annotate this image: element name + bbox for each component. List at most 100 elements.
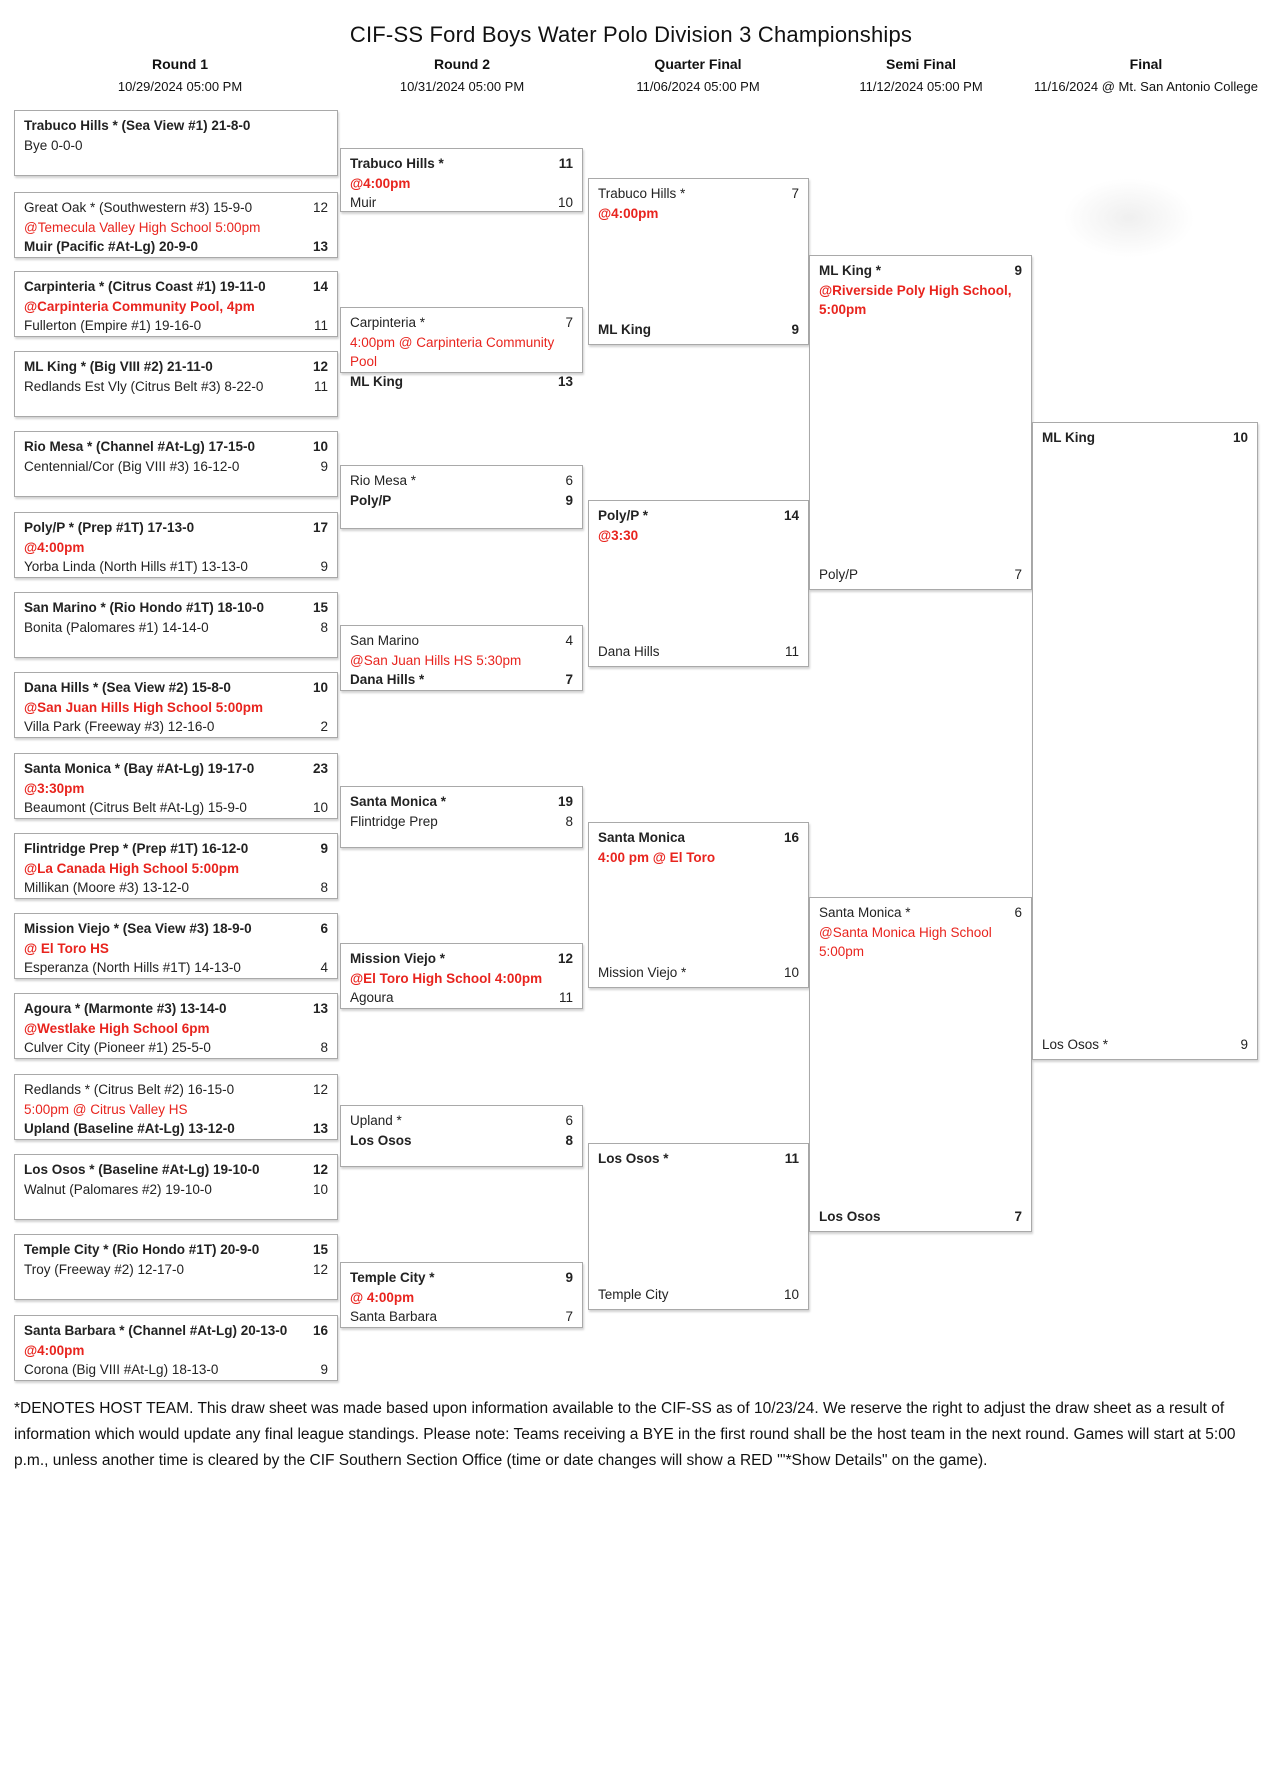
team-score: 12: [312, 200, 328, 215]
venue-note: @ 4:00pm: [350, 1289, 415, 1305]
team-score: 10: [312, 439, 328, 454]
team-name: Centennial/Cor (Big VIII #3) 16-12-0: [24, 458, 240, 474]
column-header-semifinal: Semi Final 11/12/2024 05:00 PM: [859, 56, 982, 94]
match-semifinal-2[interactable]: Santa Monica *6@Santa Monica High School…: [809, 897, 1032, 1232]
team-name: Los Osos: [819, 1208, 881, 1224]
team-name: Walnut (Palomares #2) 19-10-0: [24, 1181, 212, 1197]
team-score: 8: [565, 1132, 573, 1148]
team-name: ML King: [1042, 430, 1095, 445]
match-top-group: Santa Monica *19: [350, 792, 573, 812]
team-score: 12: [312, 1162, 328, 1177]
match-top-group: Santa Barbara * (Channel #At-Lg) 20-13-0…: [24, 1321, 328, 1360]
team-row: Temple City *9: [350, 1268, 573, 1288]
team-name: Dana Hills: [598, 643, 660, 659]
team-name: Redlands * (Citrus Belt #2) 16-15-0: [24, 1082, 235, 1097]
venue-note: @El Toro High School 4:00pm: [350, 970, 543, 986]
team-name: Santa Barbara: [350, 1309, 438, 1324]
team-score: 10: [312, 680, 328, 695]
round-date: 11/06/2024 05:00 PM: [636, 79, 760, 94]
team-score: 6: [565, 1113, 573, 1128]
team-row: Los Osos *11: [598, 1149, 799, 1169]
team-name: Redlands Est Vly (Citrus Belt #3) 8-22-0: [24, 378, 264, 394]
team-name: Dana Hills *: [350, 672, 425, 687]
match-semifinal-1[interactable]: ML King *9@Riverside Poly High School, 5:…: [809, 255, 1032, 590]
match-top-group: Poly/P *14@3:30: [598, 506, 799, 545]
team-name: Fullerton (Empire #1) 19-16-0: [24, 318, 202, 333]
column-header-round2: Round 2 10/31/2024 05:00 PM: [400, 56, 524, 94]
team-name: Yorba Linda (North Hills #1T) 13-13-0: [24, 559, 248, 574]
match-round2-6[interactable]: Mission Viejo *12@El Toro High School 4:…: [340, 943, 583, 1009]
team-score: 11: [784, 643, 799, 659]
venue-note: @Carpinteria Community Pool, 4pm: [24, 298, 255, 314]
team-score: 11: [558, 156, 573, 171]
venue-note: @ El Toro HS: [24, 940, 109, 956]
page-title: CIF-SS Ford Boys Water Polo Division 3 C…: [349, 22, 913, 47]
venue-note: 5:00pm: [819, 302, 867, 317]
venue-note: 4:00pm @ Carpinteria Community Pool: [350, 334, 555, 370]
match-top-group: Temple City *9@ 4:00pm: [350, 1268, 573, 1307]
team-score: 12: [312, 359, 328, 374]
team-score: 7: [1014, 566, 1022, 582]
team-row: ML King *9: [819, 261, 1022, 281]
team-name: Corona (Big VIII #At-Lg) 18-13-0: [24, 1362, 219, 1377]
column-header-final: Final 11/16/2024 @ Mt. San Antonio Colle…: [1034, 56, 1258, 94]
team-row: Dana Hills *7: [350, 670, 573, 690]
venue-note: @Riverside Poly High School,: [819, 282, 1012, 298]
match-top-group: Trabuco Hills *11@4:00pm: [350, 154, 573, 193]
team-name: Los Osos *: [598, 1151, 669, 1166]
team-row: Santa Barbara * (Channel #At-Lg) 20-13-0…: [24, 1321, 328, 1341]
venue-note: @4:00pm: [24, 1342, 85, 1358]
team-score: 14: [783, 508, 799, 523]
team-score: 9: [1014, 263, 1022, 278]
match-top-group: Trabuco Hills *7@4:00pm: [598, 184, 799, 223]
venue-note: @San Juan Hills High School 5:00pm: [24, 699, 263, 715]
team-name: Rio Mesa * (Channel #At-Lg) 17-15-0: [24, 439, 256, 454]
team-name: San Marino * (Rio Hondo #1T) 18-10-0: [24, 600, 265, 615]
watermark: [1063, 178, 1195, 258]
match-top-group: Santa Monica *6@Santa Monica High School…: [819, 903, 1022, 962]
match-top-group: Trabuco Hills * (Sea View #1) 21-8-0: [24, 116, 328, 136]
match-round1-16[interactable]: Santa Barbara * (Channel #At-Lg) 20-13-0…: [14, 1315, 338, 1381]
team-name: Flintridge Prep * (Prep #1T) 16-12-0: [24, 841, 249, 856]
